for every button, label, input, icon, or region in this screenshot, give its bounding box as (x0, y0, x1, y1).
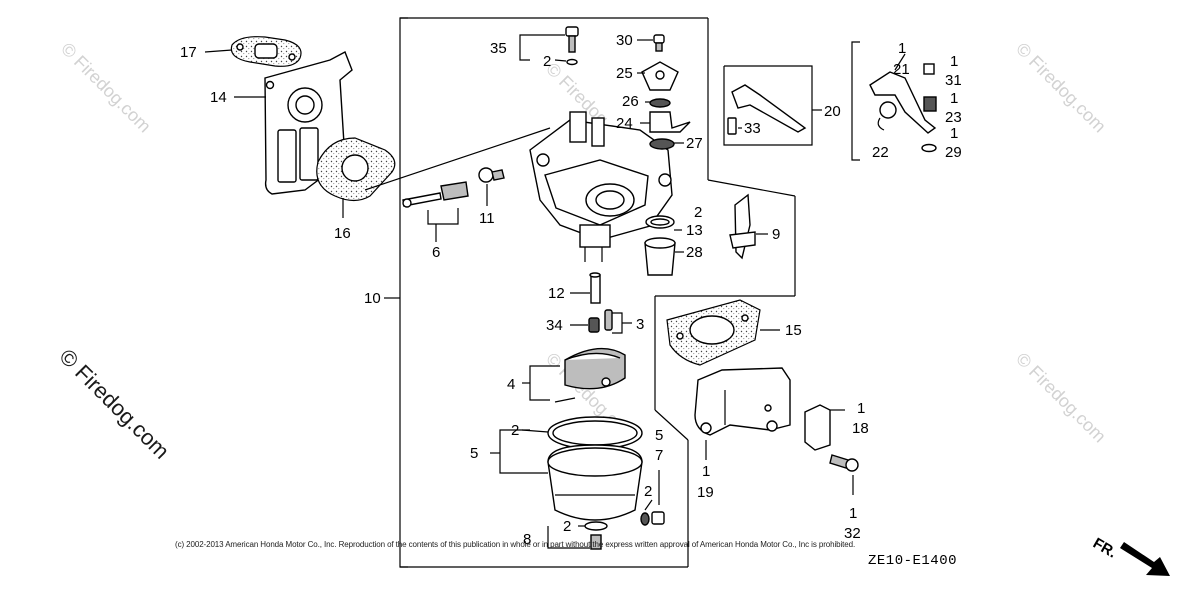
callout-10: 10 (364, 290, 381, 307)
watermark-text: © Firedog.com (1012, 39, 1110, 137)
diagram-code: ZE10-E1400 (868, 553, 958, 569)
part-9-choke-lever (729, 193, 768, 260)
callout-27: 27 (686, 135, 703, 152)
callout-3: 3 (636, 316, 644, 333)
callout-35: 35 (490, 40, 507, 57)
callout-29: 29 (945, 144, 962, 161)
callout-35-qty: 2 (543, 53, 551, 70)
front-label: FR. (1090, 535, 1119, 562)
callout-9: 9 (772, 226, 780, 243)
part-25-cover (637, 61, 679, 91)
part-12-nozzle (570, 272, 601, 304)
front-direction-marker: FR. (1090, 535, 1170, 576)
callout-7-inner-qty: 2 (644, 483, 652, 500)
part-15-gasket (666, 299, 780, 366)
assembly-bracket-10 (384, 17, 796, 568)
part-26-washer (645, 98, 671, 108)
part-3-jet (604, 309, 632, 334)
callout-5-qty: 2 (511, 422, 519, 439)
callout-5: 5 (470, 445, 478, 462)
callout-32-qty: 1 (849, 505, 857, 522)
part-27-gear (649, 138, 684, 150)
callout-25: 25 (616, 65, 633, 82)
part-34-jet (570, 317, 600, 333)
part-28-valve (644, 237, 684, 276)
callout-14: 14 (210, 89, 227, 106)
carburetor-body (529, 111, 673, 262)
callout-11: 11 (479, 210, 495, 227)
part-8-bolt (547, 521, 608, 550)
callout-23: 23 (945, 109, 962, 126)
copyright-notice: (c) 2002-2013 American Honda Motor Co., … (175, 540, 856, 549)
callout-8-qty: 2 (563, 518, 571, 535)
part-19-bracket (694, 367, 791, 460)
callout-4: 4 (507, 376, 515, 393)
callout-8: 8 (523, 531, 531, 548)
callout-31-qty: 1 (950, 53, 958, 70)
part-20-group (723, 65, 822, 146)
callout-labels: 17 14 16 6 11 10 35 2 30 25 26 24 27 2 1… (180, 32, 962, 548)
callout-13: 13 (686, 222, 703, 239)
callout-33: 33 (744, 120, 761, 137)
callout-21: 21 (893, 61, 910, 78)
watermark-text: © Firedog.com (57, 39, 155, 137)
callout-31: 31 (945, 72, 962, 89)
part-21-governor-group (851, 41, 937, 161)
callout-24: 24 (616, 115, 633, 132)
callout-32: 32 (844, 525, 861, 542)
callout-30: 30 (616, 32, 633, 49)
part-30-screw (637, 34, 665, 52)
callout-17: 17 (180, 44, 197, 61)
part-4-float (522, 347, 626, 403)
callout-19-qty: 1 (702, 463, 710, 480)
callout-21-qty: 1 (898, 40, 906, 57)
part-18-clamp (804, 404, 845, 451)
part-17-gasket (204, 36, 302, 67)
part-6-screw-spring (402, 181, 469, 242)
watermark-text: © Firedog.com (1012, 349, 1110, 447)
watermark-text-large: © Firedog.com (54, 344, 174, 464)
part-7-drain-screw (640, 470, 665, 526)
part-35-screw (519, 26, 579, 66)
callout-7-qty: 5 (655, 427, 663, 444)
callout-16: 16 (334, 225, 351, 242)
callout-13-qty: 2 (694, 204, 702, 221)
part-16-gasket (316, 127, 551, 218)
part-5-float-bowl (490, 416, 643, 521)
part-11-screw (478, 167, 505, 206)
callout-7: 7 (655, 447, 663, 464)
callout-23-qty: 1 (950, 90, 958, 107)
part-13-o-ring (645, 215, 682, 231)
callout-19: 19 (697, 484, 714, 501)
callout-22: 22 (872, 144, 889, 161)
callout-12: 12 (548, 285, 565, 302)
callout-18: 18 (852, 420, 869, 437)
callout-29-qty: 1 (950, 125, 958, 142)
part-32-bolt (829, 454, 859, 495)
callout-28: 28 (686, 244, 703, 261)
callout-26: 26 (622, 93, 639, 110)
callout-6: 6 (432, 244, 440, 261)
part-24-valve (640, 111, 691, 133)
callout-20: 20 (824, 103, 841, 120)
callout-18-qty: 1 (857, 400, 865, 417)
callout-34: 34 (546, 317, 563, 334)
callout-15: 15 (785, 322, 802, 339)
